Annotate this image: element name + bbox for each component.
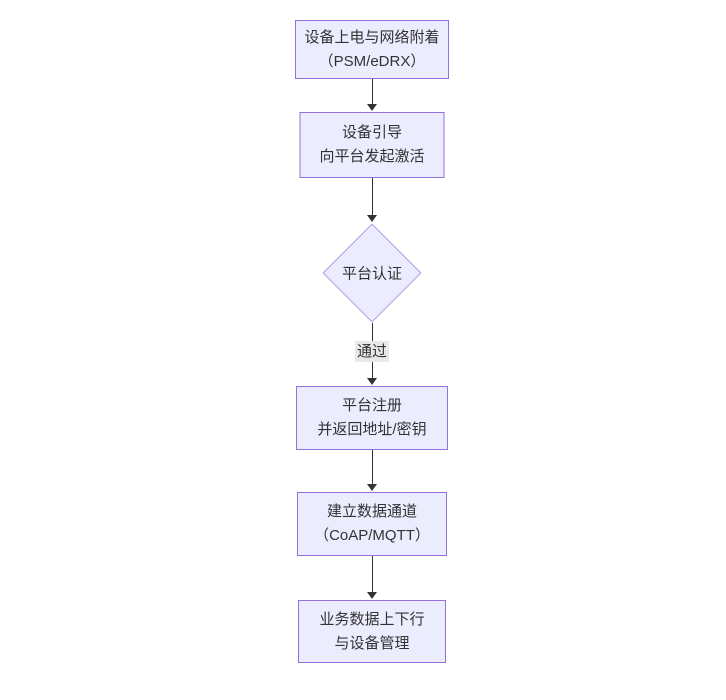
arrow-line — [371, 450, 373, 484]
decision-label: 平台认证 — [341, 265, 403, 283]
arrow-line — [371, 556, 373, 592]
node-text-line: 向平台发起激活 — [319, 148, 425, 165]
arrow-down-icon — [367, 215, 377, 222]
node-text-line: （CoAP/MQTT） — [314, 527, 430, 544]
node-text-line: 平台注册 — [341, 397, 402, 414]
arrow-down-icon — [367, 378, 377, 385]
node-text-line: 并返回地址/密钥 — [317, 421, 427, 438]
node-text-line: 设备引导 — [341, 124, 402, 141]
arrow-down-icon — [367, 104, 377, 111]
arrow-line — [371, 178, 373, 215]
node-text-line: 设备上电与网络附着 — [304, 28, 440, 46]
decision-platform-auth: 平台认证 — [322, 223, 422, 323]
node-business-data-mgmt: 业务数据上下行 与设备管理 — [298, 600, 446, 663]
arrow-down-icon — [367, 484, 377, 491]
node-text-line: （PSM/eDRX） — [318, 52, 426, 70]
node-text-line: 与设备管理 — [334, 634, 410, 652]
node-data-channel: 建立数据通道 （CoAP/MQTT） — [297, 492, 447, 556]
arrow-down-icon — [367, 592, 377, 599]
node-text-line: 业务数据上下行 — [319, 610, 425, 628]
edge-label-pass: 通过 — [354, 341, 390, 362]
node-platform-register: 平台注册 并返回地址/密钥 — [296, 386, 448, 450]
arrow-line — [371, 79, 373, 104]
node-device-bootstrap: 设备引导 向平台发起激活 — [299, 112, 445, 178]
node-power-network-attach: 设备上电与网络附着 （PSM/eDRX） — [295, 20, 449, 79]
node-text-line: 建立数据通道 — [326, 503, 417, 520]
